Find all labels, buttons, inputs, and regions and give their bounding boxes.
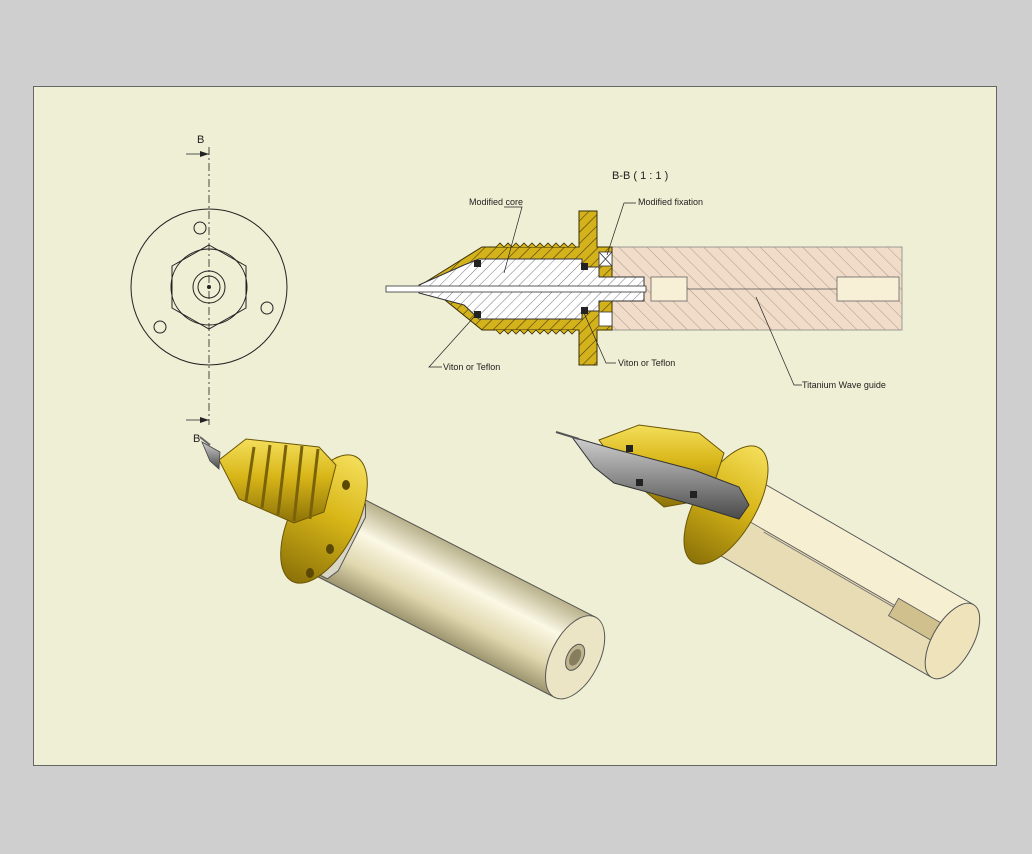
leader-waveguide bbox=[755, 296, 802, 386]
callout-seal-right: Viton or Teflon bbox=[618, 358, 675, 368]
isometric-cutaway bbox=[555, 424, 981, 680]
technical-drawing: B B B-B ( 1 : 1 ) bbox=[130, 134, 981, 700]
seal-oring bbox=[581, 263, 588, 270]
thread-teeth-top bbox=[495, 242, 577, 248]
capillary-needle bbox=[199, 436, 211, 446]
front-view: B B bbox=[130, 134, 288, 445]
bolt-hole bbox=[153, 320, 167, 334]
callout-seal-left: Viton or Teflon bbox=[443, 362, 500, 372]
flange-bolt-hole bbox=[326, 544, 334, 554]
fixation-cross bbox=[598, 251, 613, 267]
drawing-sheet: B B B-B ( 1 : 1 ) bbox=[33, 86, 997, 766]
titanium-horn-tube bbox=[317, 496, 606, 700]
cutaway-core bbox=[570, 436, 750, 520]
leader-modified-fixation bbox=[606, 202, 636, 256]
leader-seal-left bbox=[428, 316, 475, 368]
callout-modified-core: Modified core bbox=[469, 197, 523, 207]
seal-oring bbox=[581, 307, 588, 314]
callout-modified-fixation: Modified fixation bbox=[638, 197, 703, 207]
threaded-insert-right bbox=[836, 276, 900, 302]
capillary-tube bbox=[385, 285, 647, 293]
cutaway-seal bbox=[690, 491, 697, 498]
section-arrowhead bbox=[200, 151, 209, 157]
cutaway-seal bbox=[636, 479, 643, 486]
isometric-assembly bbox=[199, 436, 606, 700]
section-marker-bottom: B bbox=[193, 433, 200, 445]
callout-waveguide: Titanium Wave guide bbox=[802, 380, 886, 390]
bolt-hole bbox=[260, 301, 274, 315]
section-title: B-B ( 1 : 1 ) bbox=[612, 170, 668, 182]
section-arrowhead bbox=[200, 417, 209, 423]
fixation-ring-lower bbox=[598, 311, 613, 327]
section-view: B-B ( 1 : 1 ) Modified core M bbox=[385, 170, 903, 390]
cutaway-horn bbox=[707, 474, 981, 680]
leader-seal-right bbox=[583, 312, 616, 364]
section-marker-top: B bbox=[197, 134, 204, 146]
threaded-insert-left bbox=[650, 276, 688, 302]
flange-bolt-hole bbox=[342, 480, 350, 490]
flange-outline bbox=[130, 208, 288, 366]
cutaway-needle bbox=[555, 431, 580, 440]
nozzle-tip bbox=[201, 441, 221, 470]
flange-bolt-hole bbox=[306, 568, 314, 578]
seal-oring bbox=[474, 260, 481, 267]
threaded-cone-3d bbox=[218, 438, 337, 524]
thread-teeth-bottom bbox=[495, 329, 577, 335]
bolt-hole bbox=[193, 221, 207, 235]
seal-oring bbox=[474, 311, 481, 318]
cutaway-seal bbox=[626, 445, 633, 452]
leader-modified-core bbox=[503, 206, 523, 274]
